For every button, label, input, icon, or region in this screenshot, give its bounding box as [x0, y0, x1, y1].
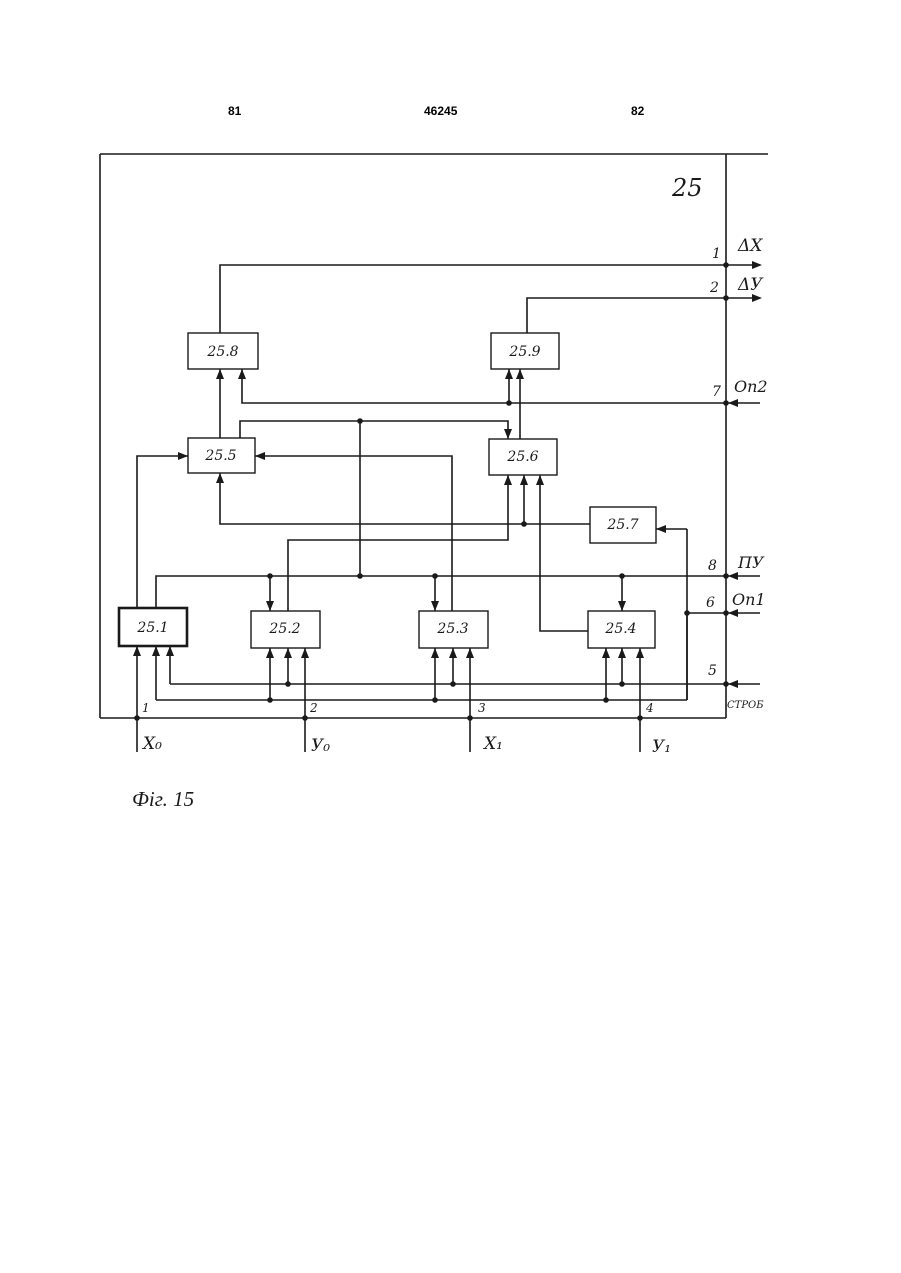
port-name: Оп1	[732, 590, 766, 609]
block-25-8: 25.8	[188, 333, 258, 369]
port-name: X₀	[141, 734, 162, 754]
block-25-1: 25.1	[119, 608, 187, 646]
block-label: 25.5	[204, 448, 236, 464]
figure-caption: Фіг. 15	[132, 787, 194, 811]
block-25-6: 25.6	[489, 439, 557, 475]
block-25-7: 25.7	[590, 507, 656, 543]
block-25-3: 25.3	[419, 611, 488, 648]
port-number: 4	[645, 701, 654, 715]
port-name: У₀	[311, 736, 330, 756]
port-number: 8	[708, 558, 717, 574]
port-number: 6	[706, 595, 715, 611]
block-label: 25.2	[268, 621, 300, 637]
block-label: 25.6	[506, 449, 538, 465]
block-label: 25.7	[606, 517, 638, 533]
port-number: 5	[708, 663, 717, 679]
bottom-ports: 1 X₀ 2 У₀ 3 X₁ 4 У₁	[141, 701, 671, 757]
block-label: 25.3	[436, 621, 468, 637]
block-25-9: 25.9	[491, 333, 559, 369]
port-name: ПУ	[737, 553, 765, 572]
port-number: 2	[709, 280, 719, 296]
port-name: ΔX	[737, 236, 763, 256]
port-number: 1	[712, 246, 721, 262]
port-name: X₁	[482, 734, 503, 754]
block-label: 25.4	[604, 621, 636, 637]
port-name: Оп2	[734, 377, 768, 396]
block-label: 25.8	[206, 344, 238, 360]
port-name: У₁	[652, 737, 671, 757]
block-label: 25.1	[136, 620, 168, 636]
port-number: 3	[478, 701, 486, 715]
right-ports: 1 ΔX 2 ΔУ 7 Оп2 8 ПУ 6 Оп1 5 СТРОБ	[706, 236, 768, 711]
port-number: 1	[142, 701, 150, 715]
port-number: 7	[712, 384, 721, 400]
port-name: СТРОБ	[727, 700, 764, 711]
port-name: ΔУ	[737, 275, 764, 295]
block-25-4: 25.4	[588, 611, 655, 648]
block-25-2: 25.2	[251, 611, 320, 648]
unit-label: 25	[671, 174, 703, 202]
block-25-5: 25.5	[188, 438, 255, 473]
port-number: 2	[309, 701, 318, 715]
block-label: 25.9	[508, 344, 540, 360]
